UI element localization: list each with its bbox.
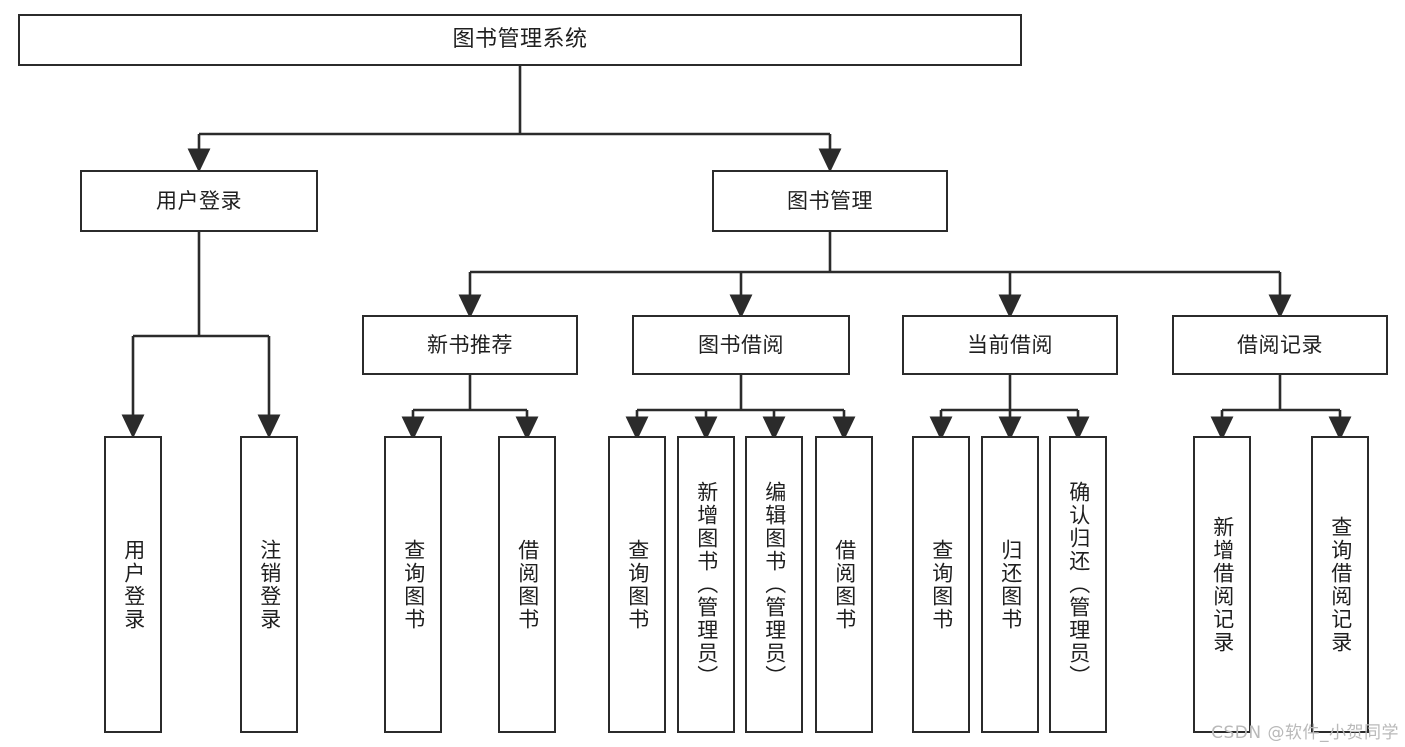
leaf-borrow-query-book-label: 查询图书 <box>625 538 650 631</box>
leaf-new-book-borrow-label: 借阅图书 <box>515 538 540 631</box>
node-current-borrow-label: 当前借阅 <box>967 332 1053 357</box>
leaf-current-return-book-label: 归还图书 <box>998 538 1023 631</box>
leaf-borrow-borrow-book[interactable]: 借阅图书 <box>815 436 873 733</box>
leaf-record-add[interactable]: 新增借阅记录 <box>1193 436 1251 733</box>
leaf-borrow-edit-book[interactable]: 编辑图书（管理员） <box>745 436 803 733</box>
leaf-borrow-query-book[interactable]: 查询图书 <box>608 436 666 733</box>
node-user-login[interactable]: 用户登录 <box>80 170 318 232</box>
node-book-borrow[interactable]: 图书借阅 <box>632 315 850 375</box>
leaf-current-query-book-label: 查询图书 <box>929 538 954 631</box>
node-borrow-record[interactable]: 借阅记录 <box>1172 315 1388 375</box>
node-current-borrow[interactable]: 当前借阅 <box>902 315 1118 375</box>
leaf-borrow-edit-book-label: 编辑图书（管理员） <box>762 481 787 688</box>
leaf-current-confirm-return-label: 确认归还（管理员） <box>1066 481 1091 688</box>
leaf-current-query-book[interactable]: 查询图书 <box>912 436 970 733</box>
leaf-current-confirm-return[interactable]: 确认归还（管理员） <box>1049 436 1107 733</box>
leaf-borrow-add-book-label: 新增图书（管理员） <box>694 481 719 688</box>
leaf-new-book-query[interactable]: 查询图书 <box>384 436 442 733</box>
leaf-borrow-add-book[interactable]: 新增图书（管理员） <box>677 436 735 733</box>
watermark: CSDN @软件_小贺同学 <box>1211 723 1399 743</box>
leaf-record-query[interactable]: 查询借阅记录 <box>1311 436 1369 733</box>
leaf-user-login-logout[interactable]: 注销登录 <box>240 436 298 733</box>
node-book-management-label: 图书管理 <box>787 188 873 213</box>
leaf-record-add-label: 新增借阅记录 <box>1210 515 1235 654</box>
leaf-user-login-login-label: 用户登录 <box>121 538 146 631</box>
node-new-book-recommend-label: 新书推荐 <box>427 332 513 357</box>
node-borrow-record-label: 借阅记录 <box>1237 332 1323 357</box>
leaf-record-query-label: 查询借阅记录 <box>1328 515 1353 654</box>
node-book-borrow-label: 图书借阅 <box>698 332 784 357</box>
node-new-book-recommend[interactable]: 新书推荐 <box>362 315 578 375</box>
leaf-new-book-borrow[interactable]: 借阅图书 <box>498 436 556 733</box>
node-book-management[interactable]: 图书管理 <box>712 170 948 232</box>
node-root[interactable]: 图书管理系统 <box>18 14 1022 66</box>
leaf-user-login-logout-label: 注销登录 <box>257 538 282 631</box>
node-root-label: 图书管理系统 <box>452 27 588 53</box>
node-user-login-label: 用户登录 <box>156 188 242 213</box>
leaf-borrow-borrow-book-label: 借阅图书 <box>832 538 857 631</box>
leaf-new-book-query-label: 查询图书 <box>401 538 426 631</box>
leaf-current-return-book[interactable]: 归还图书 <box>981 436 1039 733</box>
leaf-user-login-login[interactable]: 用户登录 <box>104 436 162 733</box>
